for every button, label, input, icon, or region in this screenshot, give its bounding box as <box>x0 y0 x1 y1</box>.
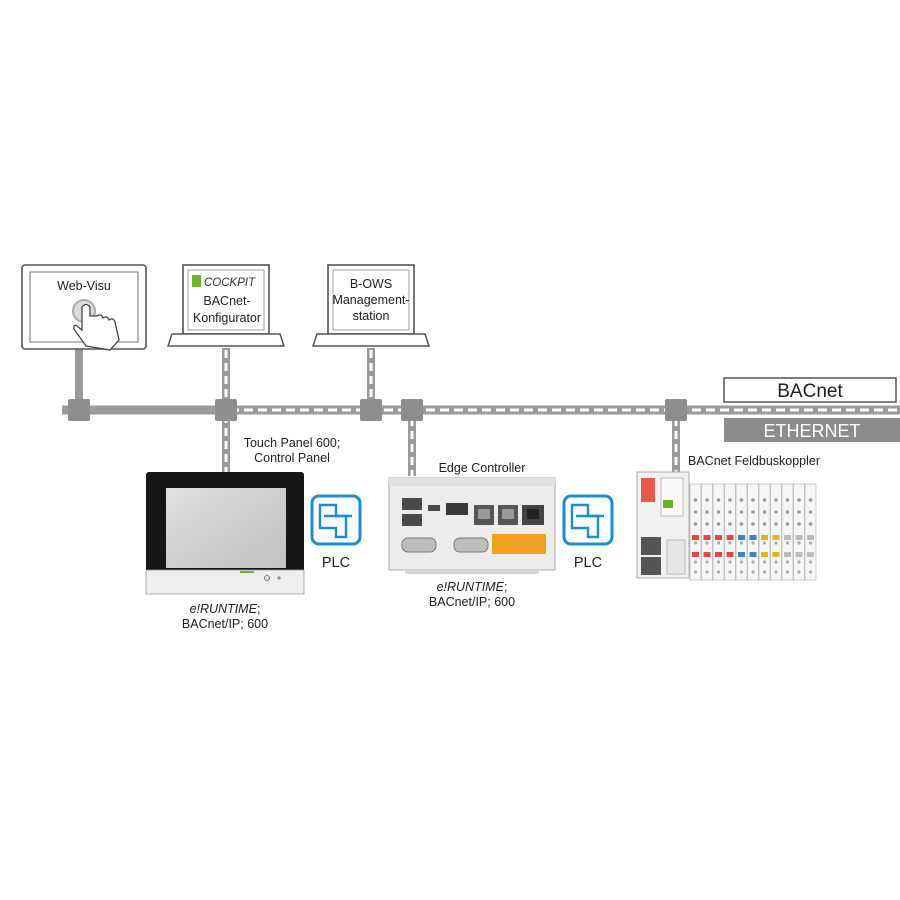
io-module <box>724 483 736 581</box>
plc-label-1: PLC <box>322 555 350 571</box>
touchpanel-label-line2: Control Panel <box>254 451 330 465</box>
junction-nodes <box>68 399 687 421</box>
edge-controller-device <box>388 477 556 574</box>
edge-runtime: e!RUNTIME <box>436 580 504 594</box>
io-module <box>712 483 725 581</box>
io-module <box>735 483 748 581</box>
touchpanel-runtime: e!RUNTIME <box>189 602 257 616</box>
edge-runtime-label: e!RUNTIME; BACnet/IP; 600 <box>405 580 539 610</box>
io-module <box>747 483 759 581</box>
io-module <box>770 483 782 581</box>
io-module <box>793 483 805 581</box>
ethernet-bar <box>724 418 900 442</box>
io-module <box>781 483 794 581</box>
bows-line1: B-OWS <box>350 277 392 291</box>
bows-line3: station <box>353 309 390 323</box>
hand-icon <box>73 303 120 351</box>
io-module <box>758 483 771 581</box>
junction-bows <box>360 399 382 421</box>
touchpanel-runtime-label: e!RUNTIME; BACnet/IP; 600 <box>160 602 290 632</box>
edge-label: Edge Controller <box>438 461 526 475</box>
cockpit-brand: COCKPIT <box>204 277 256 289</box>
ethernet-label: ETHERNET <box>763 421 860 441</box>
junction-webvisu <box>68 399 90 421</box>
touchpanel-label: Touch Panel 600; Control Panel <box>228 436 356 466</box>
cockpit-line2: Konfigurator <box>193 311 261 325</box>
bows-line2: Management- <box>332 293 409 307</box>
cockpit-laptop: COCKPIT BACnet- Konfigurator <box>166 264 286 347</box>
io-module <box>804 483 817 581</box>
plc-icon: PLC <box>562 494 614 571</box>
cockpit-line1: BACnet- <box>203 294 250 308</box>
io-module <box>701 483 713 581</box>
touchpanel-runtime-suffix: ; <box>256 602 261 616</box>
touchpanel-label-line1: Touch Panel 600; <box>243 436 341 450</box>
junction-coupler <box>665 399 687 421</box>
bacnet-box <box>723 377 897 403</box>
drop-dashes <box>224 350 678 476</box>
touchpanel-protocol: BACnet/IP; 600 <box>181 617 269 631</box>
coupler-label: BACnet Feldbuskoppler <box>688 454 821 468</box>
junction-edge <box>401 399 423 421</box>
webvisu-label: Web-Visu <box>57 279 111 293</box>
bows-laptop: B-OWS Management- station <box>311 264 431 347</box>
edge-protocol: BACnet/IP; 600 <box>428 595 516 609</box>
io-module <box>689 483 702 581</box>
junction-cockpit <box>215 399 237 421</box>
plc-icon: PLC <box>310 494 362 571</box>
touch-panel-device <box>145 472 305 595</box>
edge-runtime-suffix: ; <box>503 580 508 594</box>
wago-logo-icon <box>192 275 201 287</box>
fieldbus-coupler-device <box>636 471 817 581</box>
bacnet-label: BACnet <box>777 381 843 402</box>
webvisu-tablet: Web-Visu <box>21 264 147 351</box>
plc-label-2: PLC <box>574 555 602 571</box>
network-legend: BACnet ETHERNET <box>723 377 900 442</box>
